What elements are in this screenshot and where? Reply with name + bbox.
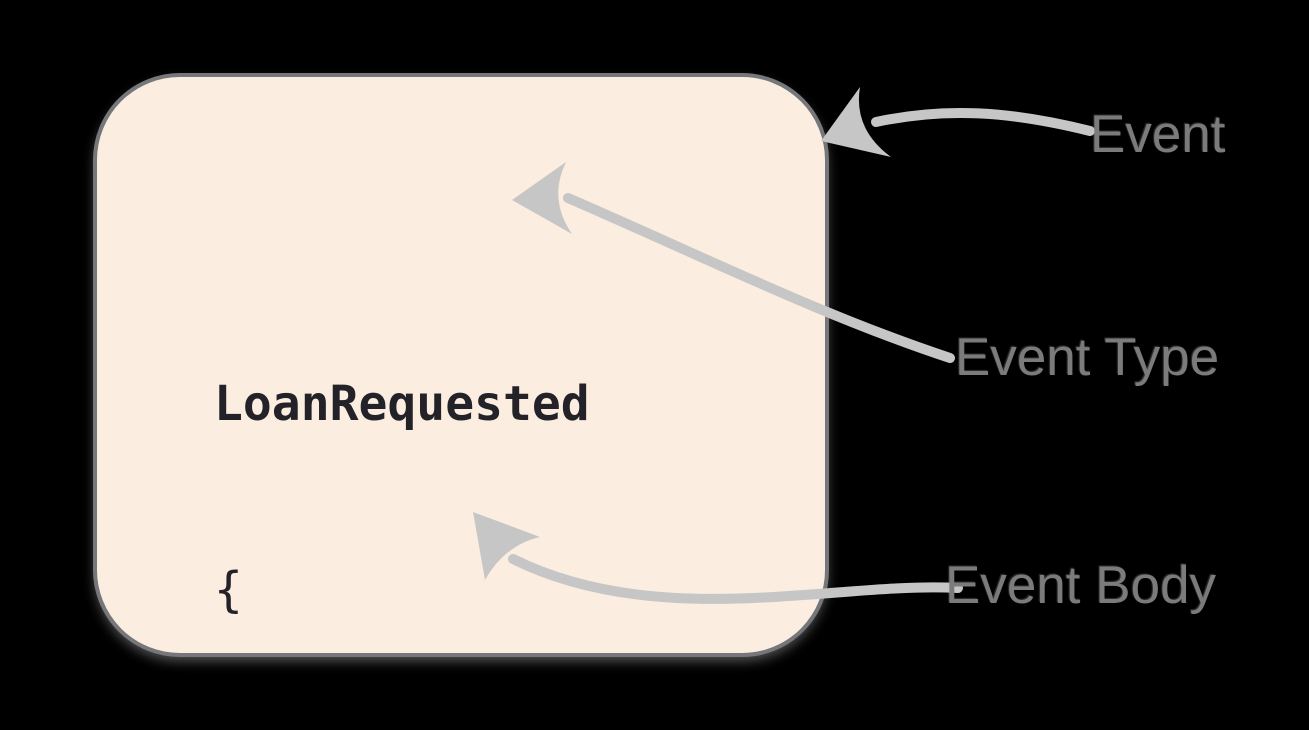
event-code: LoanRequested { id: 123, amount: 100, bo… xyxy=(214,249,879,730)
event-type-label: Event Type xyxy=(955,328,1220,387)
event-type-name: LoanRequested xyxy=(214,376,590,432)
event-arrow-head xyxy=(821,87,891,157)
event-body-line: { xyxy=(214,562,243,618)
event-body-label: Event Body xyxy=(945,556,1217,615)
event-label: Event xyxy=(1090,105,1226,164)
event-arrow-line xyxy=(871,107,1095,136)
event-box: LoanRequested { id: 123, amount: 100, bo… xyxy=(93,73,829,657)
